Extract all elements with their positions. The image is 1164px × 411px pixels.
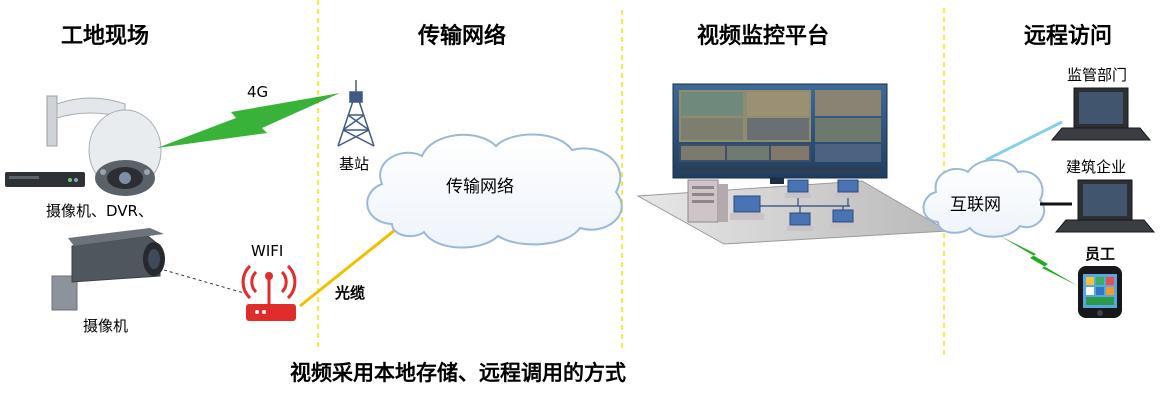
internet-cloud <box>922 159 1046 238</box>
section-title-platform: 视频监控平台 <box>697 24 830 49</box>
server-icon <box>687 179 728 223</box>
diagram-caption: 视频采用本地存储、远程调用的方式 <box>290 361 626 385</box>
devices-label: 摄像机、DVR、 <box>46 202 153 220</box>
dvr-icon <box>5 172 85 187</box>
internet-supervision-link <box>985 120 1063 162</box>
workstation-icon <box>785 179 811 198</box>
workstation-icon <box>730 195 764 220</box>
camera-label: 摄像机 <box>83 317 129 335</box>
ptz-camera-icon <box>46 95 162 196</box>
4g-link <box>157 93 340 148</box>
transmission-cloud <box>366 133 623 249</box>
base-station-icon <box>337 80 375 147</box>
section-title-network: 传输网络 <box>418 24 507 49</box>
wifi-router-icon <box>241 264 297 321</box>
transmission-cloud-label: 传输网络 <box>446 177 514 197</box>
laptop-icon <box>1054 179 1156 233</box>
internet-staff-link <box>1000 236 1078 286</box>
wifi-label: WIFI <box>251 242 284 260</box>
base-station-label: 基站 <box>339 155 370 173</box>
laptop-icon <box>1050 87 1152 141</box>
company-label: 建筑企业 <box>1066 158 1127 176</box>
fiber-link <box>299 220 406 308</box>
workstation-icon <box>830 209 856 228</box>
video-wall-icon <box>672 83 888 184</box>
phone-icon <box>1078 266 1122 318</box>
workstation-icon <box>787 212 813 231</box>
link-4g-label: 4G <box>247 83 269 101</box>
camera-router-link <box>163 269 245 294</box>
section-title-site: 工地现场 <box>61 24 150 49</box>
workstation-icon <box>835 179 861 198</box>
fiber-label: 光缆 <box>335 284 366 302</box>
section-title-remote: 远程访问 <box>1024 24 1113 49</box>
supervision-label: 监管部门 <box>1067 66 1128 84</box>
internet-label: 互联网 <box>950 195 1001 215</box>
bullet-camera-icon <box>51 228 165 311</box>
staff-label: 员工 <box>1085 245 1116 263</box>
lan-lines <box>760 198 850 213</box>
